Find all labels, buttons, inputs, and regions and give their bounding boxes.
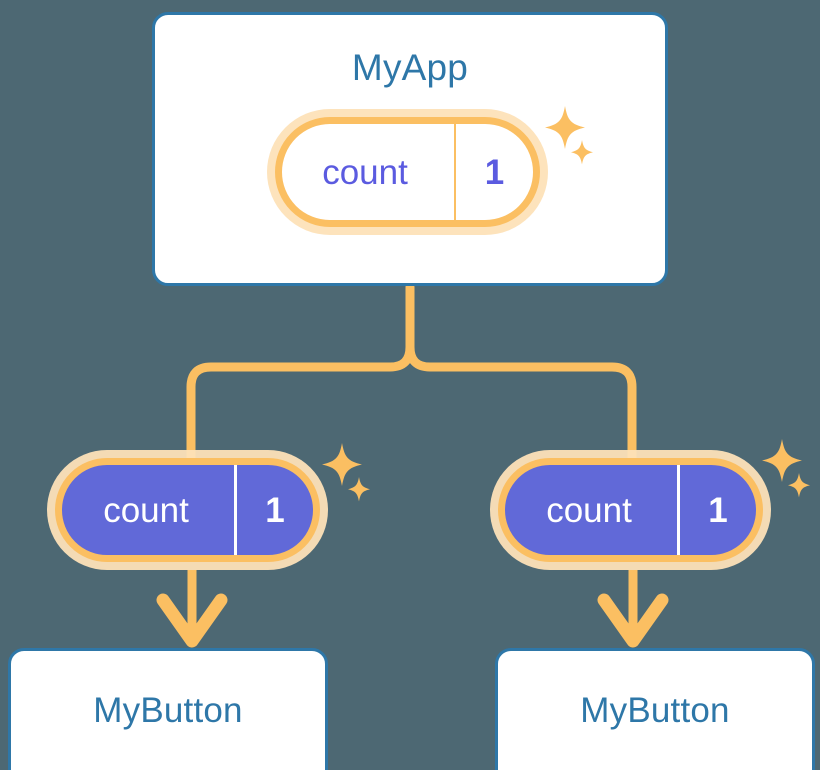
- component-card-mybutton-left[interactable]: MyButton: [8, 648, 328, 770]
- state-key-label: count: [546, 490, 632, 530]
- state-pill-child-right[interactable]: count 1: [498, 458, 763, 562]
- state-key-label: count: [322, 152, 408, 192]
- state-pill: count 1: [498, 458, 763, 562]
- state-value-label: 1: [677, 465, 756, 555]
- arrow-left: [156, 570, 228, 648]
- state-pill-myapp[interactable]: count 1: [275, 117, 540, 227]
- arrow-right: [597, 570, 669, 648]
- page-title: MyApp: [351, 47, 469, 88]
- state-value-label: 1: [234, 465, 313, 555]
- state-pill-child-left[interactable]: count 1: [55, 458, 320, 562]
- state-pill: count 1: [275, 117, 540, 227]
- state-key-label: count: [103, 490, 189, 530]
- branch-connector: [186, 282, 637, 467]
- state-pill: count 1: [55, 458, 320, 562]
- state-value-label: 1: [454, 124, 533, 220]
- sparkle-icon: [322, 443, 370, 502]
- component-title: MyButton: [93, 691, 243, 730]
- sparkle-icon: [762, 439, 810, 498]
- component-title: MyButton: [580, 691, 730, 730]
- component-card-mybutton-right[interactable]: MyButton: [495, 648, 815, 770]
